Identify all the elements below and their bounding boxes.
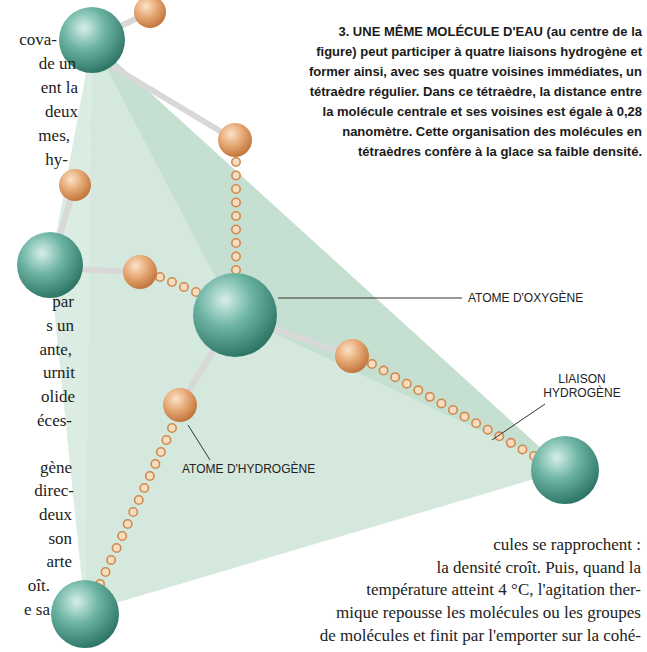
hbond-dot [112, 544, 120, 552]
hbond-dot [232, 225, 240, 233]
callout-label: ATOME D'OXYGÈNE [468, 291, 583, 305]
body-text-fragment: urnit [43, 363, 75, 383]
hbond-dot [232, 185, 240, 193]
hbond-dot [232, 212, 240, 220]
hbond-dot [135, 496, 143, 504]
hbond-dot [403, 380, 411, 388]
hbond-dot [437, 399, 445, 407]
body-text-line: la densité croît. Puis, quand la [437, 558, 641, 578]
body-text-fragment: ent la [41, 78, 78, 98]
hbond-dot [162, 436, 170, 444]
hydrogen-bonds [96, 158, 538, 588]
figure-caption: 3. UNE MÊME MOLÉCULE D'EAU (au centre de… [308, 22, 642, 162]
body-text-line: température atteint 4 °C, l'agitation th… [366, 580, 641, 600]
hbond-dot [146, 472, 154, 480]
body-text-fragment: cova- [19, 30, 57, 50]
body-text-fragment: de un [39, 54, 76, 74]
hbond-dot [232, 252, 240, 260]
hbond-dot [118, 532, 126, 540]
body-text-fragment: e sa [24, 600, 50, 620]
body-text-fragment: s un [46, 316, 74, 336]
body-text-fragment: direc- [34, 481, 74, 501]
hbond-dot [129, 508, 137, 516]
hbond-dot [101, 568, 109, 576]
body-text-fragment: deux [39, 505, 72, 525]
hbond-dot [472, 419, 480, 427]
body-text-line: mique repousse les molécules ou les grou… [336, 603, 641, 623]
body-text-line: de molécules et finit par l'emporter sur… [320, 626, 641, 646]
hbond-dot [232, 198, 240, 206]
hbond-dot [368, 360, 376, 368]
hydrogen-atoms [59, 0, 369, 422]
body-text-fragment: hy- [45, 150, 68, 170]
hbond-dot [426, 393, 434, 401]
hbond-dot [232, 158, 240, 166]
hbond-dot [518, 445, 526, 453]
hbond-dot [168, 278, 176, 286]
hbond-dot [460, 412, 468, 420]
callout-label: LIAISON HYDROGÈNE [532, 372, 632, 400]
body-text-fragment: éces- [37, 411, 72, 431]
callout-label: ATOME D'HYDROGÈNE [182, 462, 315, 476]
hbond-dot [232, 171, 240, 179]
hbond-dot [232, 239, 240, 247]
hbond-dot [123, 520, 131, 528]
hbond-dot [180, 283, 188, 291]
hbond-dot [449, 406, 457, 414]
body-text-line: cules se rapprochent : [493, 535, 641, 555]
hbond-dot [168, 424, 176, 432]
leader-lines [188, 298, 545, 460]
hbond-dot [414, 386, 422, 394]
body-text-fragment: mes, [38, 126, 70, 146]
hbond-dot [507, 439, 515, 447]
body-text-fragment: ante, [39, 340, 72, 360]
hbond-dot [151, 460, 159, 468]
hbond-dot [484, 426, 492, 434]
hbond-dot [157, 448, 165, 456]
body-text-fragment: olide [41, 387, 75, 407]
hbond-dot [107, 556, 115, 564]
hbond-dot [391, 373, 399, 381]
body-text-fragment: arte [47, 552, 72, 572]
body-text-fragment: son [48, 529, 72, 549]
body-text-fragment: deux [45, 102, 78, 122]
hbond-dot [140, 484, 148, 492]
body-text-fragment: par [52, 292, 74, 312]
hbond-dot [379, 366, 387, 374]
body-text-fragment: oît. [28, 576, 50, 596]
body-text-fragment: gène [40, 458, 72, 478]
hbond-dot [156, 273, 164, 281]
hbond-dot [232, 266, 240, 274]
